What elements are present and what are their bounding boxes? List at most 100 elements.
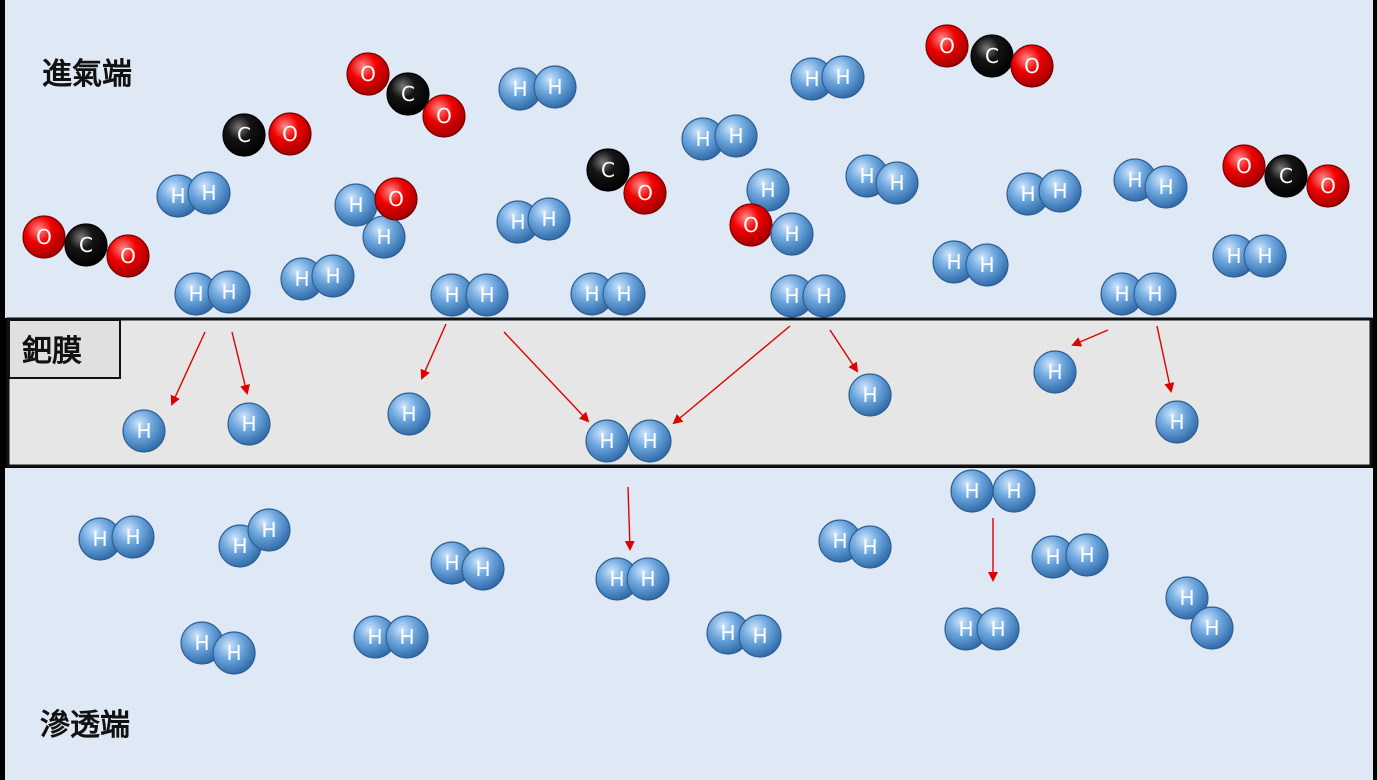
hydrogen-atom-symbol: H [294,267,309,291]
hydrogen-atom-symbol: H [964,479,979,503]
oxygen-atom: O [1010,44,1054,88]
carbon-atom: C [222,113,266,157]
oxygen-atom: O [422,94,466,138]
hydrogen-atom: H [944,607,988,651]
hydrogen-atom: H [247,508,291,552]
co2-molecule: OCO [346,52,466,138]
oxygen-atom: O [346,52,390,96]
carbon-atom-symbol: C [985,44,999,68]
hydrogen-atom: H [1006,172,1050,216]
diffusion-arrow [231,331,250,395]
hydrogen-atom-symbol: H [241,412,256,436]
co-molecule: CO [586,148,667,215]
hydrogen-atom-symbol: H [1045,545,1060,569]
hydrogen-atom: H [212,631,256,675]
hydrogen-atom-symbol: H [399,625,414,649]
hydrogen-atom-symbol: H [170,184,185,208]
hydrogen-atom-symbol: H [325,264,340,288]
hydrogen-atom-symbol: H [609,567,624,591]
hydrogen-atom: H [1155,400,1199,444]
h2o-molecule: HHO [334,177,418,259]
hydrogen-atom-symbol: H [541,207,556,231]
hydrogen-atom-symbol: H [401,402,416,426]
hydrogen-atom: H [362,215,406,259]
hydrogen-atom-symbol: H [979,253,994,277]
hydrogen-atom: H [595,557,639,601]
oxygen-atom: O [268,112,312,156]
hydrogen-atom-symbol: H [642,429,657,453]
hydrogen-atom: H [156,174,200,218]
hydrogen-atom-symbol: H [752,624,767,648]
hydrogen-atom: H [602,272,646,316]
hydrogen-atom-symbol: H [188,282,203,306]
hydrogen-atom-symbol: H [640,567,655,591]
hydrogen-atom-symbol: H [816,284,831,308]
oxygen-atom-symbol: O [1320,174,1336,198]
oxygen-atom: O [22,215,66,259]
hydrogen-atom-symbol: H [1147,282,1162,306]
hydrogen-atom-symbol: H [547,75,562,99]
hydrogen-atom-symbol: H [475,557,490,581]
hydrogen-atom-single: H [1155,400,1199,444]
hydrogen-atom-symbol: H [859,164,874,188]
hydrogen-atom: H [738,614,782,658]
oxygen-atom-symbol: O [436,104,452,128]
carbon-atom: C [1264,154,1308,198]
hydrogen-atom: H [1100,272,1144,316]
hydrogen-atom-symbol: H [479,283,494,307]
oxygen-atom-symbol: O [282,122,298,146]
hydrogen-atom-single: H [848,373,892,417]
hydrogen-atom-symbol: H [584,282,599,306]
hydrogen-atom: H [334,183,378,227]
hydrogen-atom-symbol: H [92,527,107,551]
oxygen-atom: O [1306,164,1350,208]
hydrogen-atom-symbol: H [1226,244,1241,268]
diffusion-arrow [420,323,447,380]
hydrogen-atom: H [746,168,790,212]
hydrogen-atom: H [848,373,892,417]
oxygen-atom: O [925,24,969,68]
hydrogen-atom: H [932,240,976,284]
hydrogen-atom-symbol: H [784,284,799,308]
hydrogen-atom: H [1031,535,1075,579]
hydrogen-atom-symbol: H [1169,410,1184,434]
hydrogen-atom-symbol: H [832,529,847,553]
hydrogen-atom: H [387,392,431,436]
hydrogen-atom-symbol: H [1047,360,1062,384]
hydrogen-atom-symbol: H [1158,175,1173,199]
carbon-atom-symbol: C [79,233,93,257]
hydrogen-atom-symbol: H [125,525,140,549]
carbon-atom-symbol: C [601,158,615,182]
hydrogen-atom: H [122,409,166,453]
hydrogen-atom: H [227,402,271,446]
permeate-side-label: 滲透端 [40,708,130,743]
hydrogen-atom: H [626,557,670,601]
hydrogen-atom-symbol: H [1179,586,1194,610]
diffusion-arrow [503,331,590,423]
hydrogen-atom-symbol: H [444,551,459,575]
diffusion-arrow [1156,325,1175,393]
hydrogen-atom-symbol: H [1006,479,1021,503]
oxygen-atom-symbol: O [120,244,136,268]
hydrogen-atom: H [533,65,577,109]
oxygen-atom: O [1222,144,1266,188]
hydrogen-atom: H [992,469,1036,513]
membrane-label: 鈀膜 [22,334,82,369]
hydrogen-atom: H [174,272,218,316]
membrane-label-box [8,319,121,379]
hydrogen-atom-symbol: H [862,383,877,407]
